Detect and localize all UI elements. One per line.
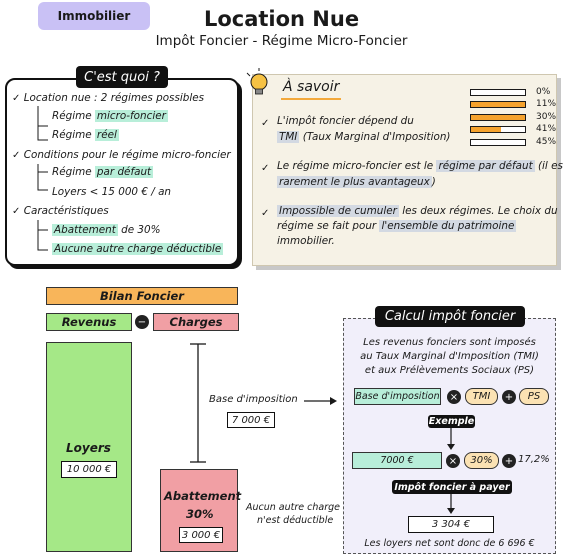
cq-line-2b: Loyers < 15 000 € / an xyxy=(52,186,172,198)
formula-tmi: TMI xyxy=(465,388,498,405)
tmi-label-3: 41% xyxy=(536,124,557,134)
impot-label: Impôt foncier à payer xyxy=(392,480,512,494)
calcul-desc-3: et aux Prélèvements Sociaux (PS) xyxy=(364,365,535,376)
abattement-value: 3 000 € xyxy=(179,527,223,543)
page-title: Location Nue xyxy=(203,7,360,31)
charges-header: Charges xyxy=(153,313,239,331)
check-icon: ✓ xyxy=(12,206,21,217)
as-p2-l2: rarement le plus avantageux) xyxy=(277,176,436,188)
page-subtitle: Impôt Foncier - Régime Micro-Foncier xyxy=(155,33,408,49)
tmi-bar-1 xyxy=(470,101,526,108)
as-p3-l2: régime se fait pour l'ensemble du patrim… xyxy=(277,220,517,232)
net-loyers: Les loyers net sont donc de 6 696 € xyxy=(364,538,535,549)
cq-line-1: ✓ Location nue : 2 régimes possibles xyxy=(12,92,205,104)
calcul-box xyxy=(343,318,556,554)
loyers-column xyxy=(46,342,132,552)
cq-line-3b: Aucune autre charge déductible xyxy=(52,243,224,255)
as-p3: ✓ xyxy=(261,207,269,219)
category-tag: Immobilier xyxy=(38,2,150,30)
example-base: 7000 € xyxy=(352,452,442,469)
as-p2: ✓ xyxy=(261,162,269,174)
check-icon: ✓ xyxy=(261,118,270,129)
tmi-label-0: 0% xyxy=(536,87,551,97)
tmi-label-4: 45% xyxy=(536,137,557,147)
check-icon: ✓ xyxy=(12,150,21,161)
calcul-desc-1: Les revenus fonciers sont imposés xyxy=(363,337,536,348)
minus-icon: − xyxy=(135,315,149,329)
times-icon: × xyxy=(446,454,460,468)
loyers-value: 10 000 € xyxy=(61,461,117,478)
a-savoir-underline xyxy=(281,98,341,100)
cest-quoi-title: C'est quoi ? xyxy=(76,66,168,88)
check-icon: ✓ xyxy=(12,93,21,104)
as-p3-l1: Impossible de cumuler les deux régimes. … xyxy=(277,205,558,217)
tmi-bar-3 xyxy=(470,126,526,133)
base-value: 7 000 € xyxy=(227,412,275,428)
cq-line-2: ✓ Conditions pour le régime micro-foncie… xyxy=(12,149,231,161)
cq-line-1b: Régime réel xyxy=(52,129,119,141)
cq-line-2a: Régime par défaut xyxy=(52,166,154,178)
as-p1: ✓ xyxy=(261,117,269,129)
loyers-label: Loyers xyxy=(66,441,111,455)
abattement-pct: 30% xyxy=(186,507,214,521)
tmi-bar-2 xyxy=(470,114,526,121)
tmi-label-1: 11% xyxy=(536,99,557,109)
example-tmi: 30% xyxy=(464,452,499,469)
impot-value: 3 304 € xyxy=(408,516,494,533)
tmi-label-2: 30% xyxy=(536,112,557,122)
plus-icon: + xyxy=(502,454,516,468)
check-icon: ✓ xyxy=(261,163,270,174)
cq-line-3: ✓ Caractéristiques xyxy=(12,205,109,217)
cq-line-3a: Abattement de 30% xyxy=(52,224,161,236)
tmi-bar-0 xyxy=(470,89,526,96)
as-p2-l1: Le régime micro-foncier est le régime pa… xyxy=(277,160,563,172)
note-line-2: n'est déductible xyxy=(257,515,334,526)
tmi-bar-4 xyxy=(470,139,526,146)
exemple-label: Exemple xyxy=(428,415,475,428)
a-savoir-title: À savoir xyxy=(283,79,340,95)
as-p1-l1: L'impôt foncier dépend du xyxy=(277,115,414,127)
check-icon: ✓ xyxy=(261,208,270,219)
as-p1-l2: TMI (Taux Marginal d'Imposition) xyxy=(277,131,451,143)
example-ps: 17,2% xyxy=(518,454,550,465)
bilan-foncier-title: Bilan Foncier xyxy=(46,287,238,305)
base-label: Base d'imposition xyxy=(209,394,298,405)
revenus-header: Revenus xyxy=(46,313,132,331)
formula-ps: PS xyxy=(519,388,549,405)
times-icon: × xyxy=(447,390,461,404)
as-p3-l3: immobilier. xyxy=(277,235,335,247)
calcul-desc-2: au Taux Marginal d'Imposition (TMI) xyxy=(360,351,539,362)
formula-base: Base d'imposition xyxy=(354,388,441,405)
abattement-label: Abattement xyxy=(164,489,242,503)
cq-line-1a: Régime micro-foncier xyxy=(52,110,168,122)
note-line-1: Aucun autre charge xyxy=(246,502,340,513)
plus-icon: + xyxy=(502,390,516,404)
lightbulb-icon xyxy=(246,68,268,95)
calcul-title: Calcul impôt foncier xyxy=(375,306,525,327)
